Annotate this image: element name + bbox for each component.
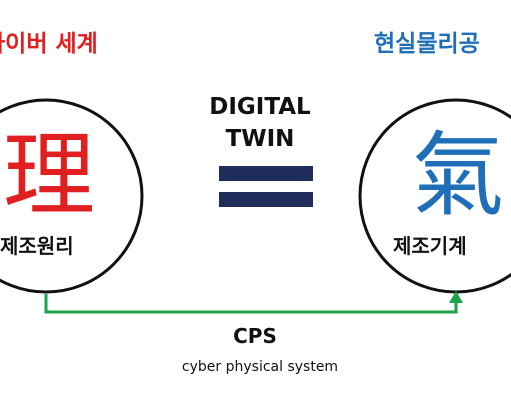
cps-label: CPS	[233, 324, 277, 348]
twin-label: TWIN	[225, 126, 295, 152]
hanja-principle: 理	[2, 122, 95, 229]
equals-bar-bottom	[219, 192, 313, 207]
manufacturing-principle-label: 제조원리	[0, 234, 74, 258]
cps-connector-line	[44, 294, 458, 314]
physical-world-title: 현실물리공	[374, 31, 480, 57]
manufacturing-machine-label: 제조기계	[393, 234, 467, 258]
cps-arrowhead-icon	[449, 291, 463, 303]
cyber-world-title: 사이버 세계	[0, 31, 98, 57]
left-circle	[0, 98, 144, 294]
cps-sublabel: cyber physical system	[181, 359, 339, 375]
digital-label: DIGITAL	[209, 94, 311, 120]
equals-bar-top	[219, 166, 313, 181]
hanja-energy: 氣	[411, 122, 504, 229]
